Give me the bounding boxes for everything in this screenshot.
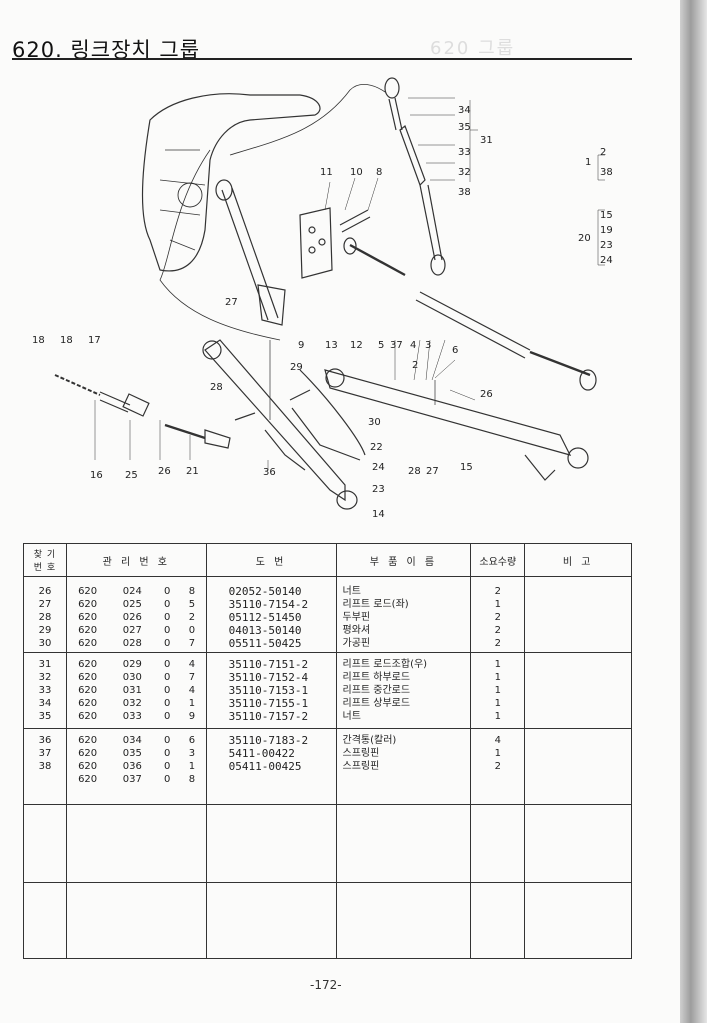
callout-20-index: 20 [578,233,591,244]
tractor-body-outline [141,93,321,272]
callout-15-index: 15 [600,210,613,221]
header-mgmt-no: 관 리 번 호 [65,543,207,577]
callout-19-index: 19 [600,225,613,236]
callout-38-index: 38 [600,167,613,178]
left-lower-link [204,339,346,502]
bracket-plate [299,207,333,279]
callout-2-index: 2 [600,147,606,158]
callout-17: 17 [88,335,101,346]
callout-14: 14 [372,509,385,520]
table-group-empty [23,882,632,959]
callout-28-right: 28 [408,466,421,477]
callout-6: 6 [452,345,458,356]
page-number: -172- [310,978,342,992]
callout-8: 8 [376,167,382,178]
callout-15: 15 [460,462,473,473]
callout-33: 33 [458,147,471,158]
callout-28-left: 28 [210,382,223,393]
callout-22: 22 [370,442,383,453]
callout-3: 3 [425,340,431,351]
callout-31: 31 [480,135,493,146]
callout-29: 29 [290,362,303,373]
callout-23: 23 [372,484,385,495]
callout-32: 32 [458,167,471,178]
callout-11: 11 [320,167,333,178]
header-find-no: 찾 기 번 호 [23,543,67,577]
header-part-name: 부 품 이 름 [335,543,472,577]
header-remarks: 비 고 [524,543,632,577]
callout-4: 4 [410,340,416,351]
callout-13: 13 [325,340,338,351]
callout-9: 9 [298,340,304,351]
lift-rod-eye-top [384,77,400,99]
callout-27: 27 [225,297,238,308]
callout-24-index: 24 [600,255,613,266]
bleed-through-text: 620 그룹 [430,38,516,59]
header-drawing-no: 도 번 [205,543,337,577]
callout-34: 34 [458,105,471,116]
callout-35: 35 [458,122,471,133]
right-lower-link [324,369,572,456]
callout-25: 25 [125,470,138,481]
callout-38: 38 [458,187,471,198]
parts-diagram: 34 35 31 33 32 38 2 1 38 15 19 23 24 20 … [32,77,613,520]
page-edge-shadow [680,0,707,1023]
callout-10: 10 [350,167,363,178]
callout-26-right: 26 [480,389,493,400]
callout-23-index: 23 [600,240,613,251]
callout-24: 24 [372,462,385,473]
callout-30: 30 [368,417,381,428]
callout-18b: 18 [60,335,73,346]
callout-36: 36 [263,467,276,478]
callout-16: 16 [90,470,103,481]
callout-37: 37 [390,340,403,351]
callout-12: 12 [350,340,363,351]
callout-5: 5 [378,340,384,351]
callout-18a: 18 [32,335,45,346]
header-qty: 소요수량 [470,543,526,577]
table-group-empty [23,804,632,883]
title-underline [12,58,632,60]
callout-21: 21 [186,466,199,477]
callout-1-index: 1 [585,157,591,168]
callout-27-right: 27 [426,466,439,477]
callout-26-left: 26 [158,466,171,477]
callout-2: 2 [412,360,418,371]
